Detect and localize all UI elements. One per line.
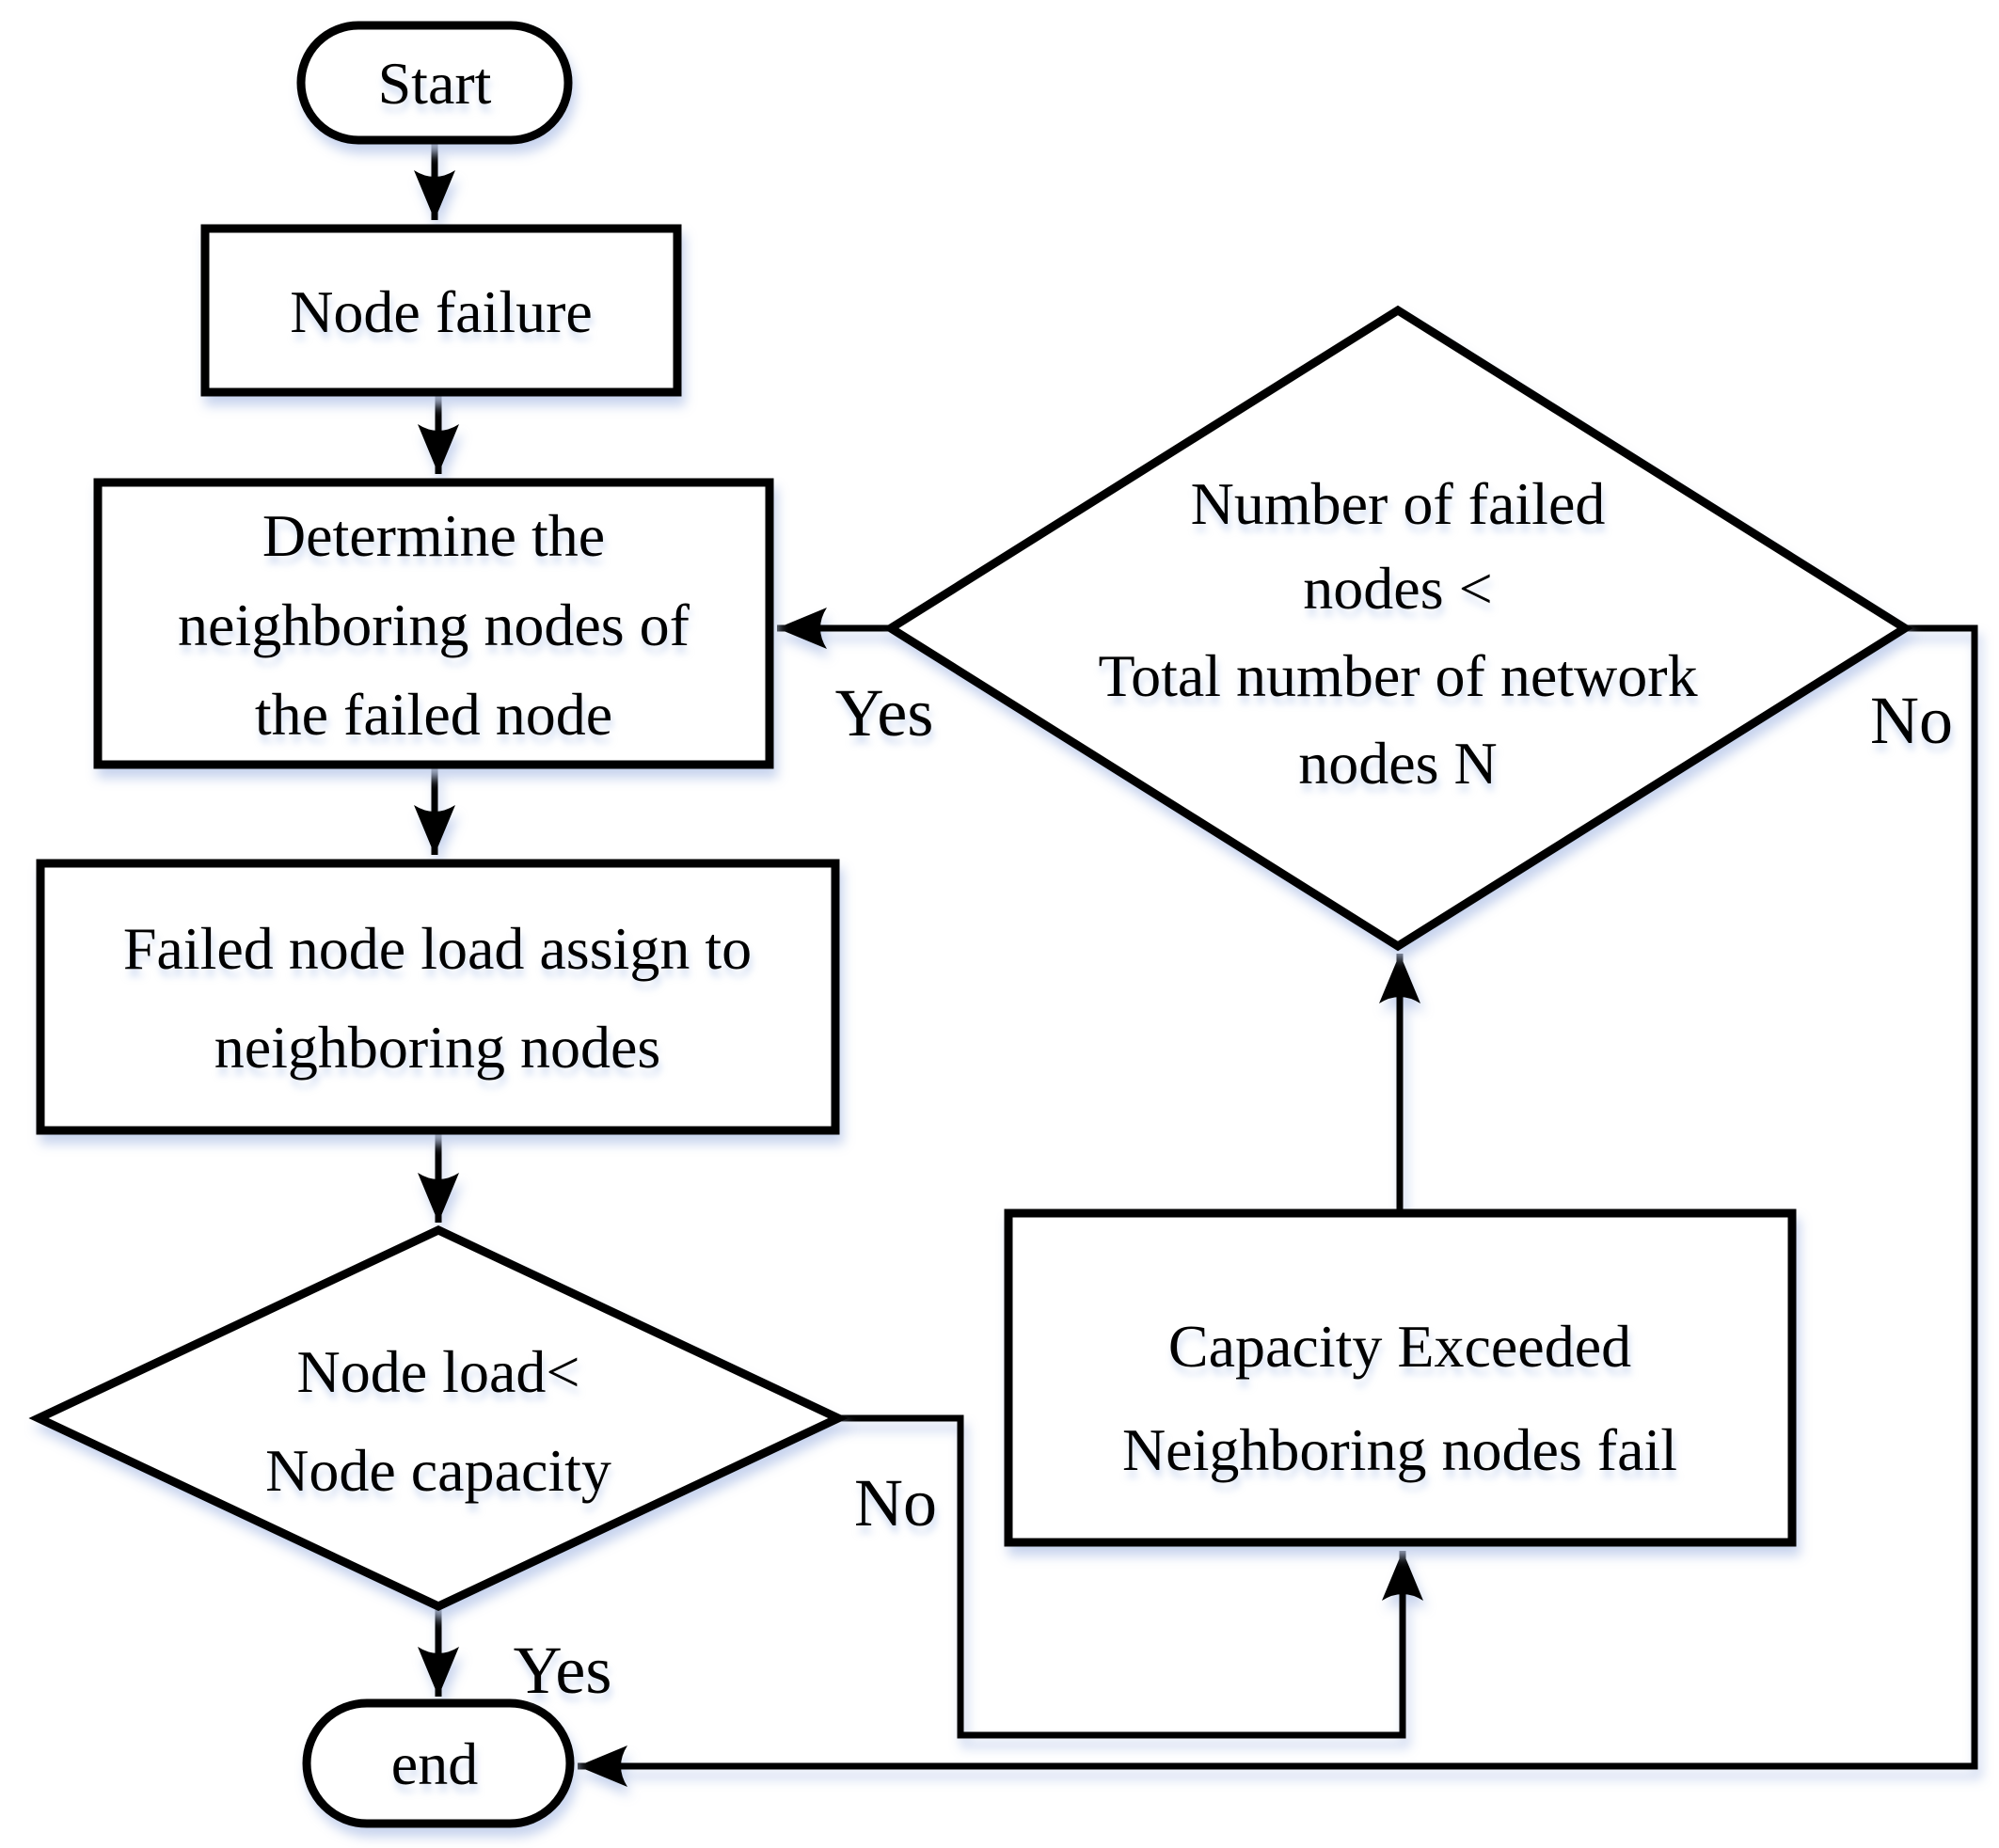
load-check-decision — [28, 1225, 849, 1611]
edge-load-check-no-to-capacity — [836, 1414, 1423, 1739]
failed-count-line-3: Total number of network — [1098, 642, 1697, 709]
load-check-no-label: No — [854, 1465, 937, 1540]
failed-count-line-2: nodes < — [1303, 555, 1492, 622]
start-node — [296, 21, 573, 145]
edge-failed-count-no-to-end — [578, 624, 1978, 1787]
load-check-yes-label: Yes — [514, 1633, 612, 1708]
determine-neighbors-node — [93, 478, 774, 769]
node-failure-label: Node failure — [290, 278, 593, 345]
determine-line-1: Determine the — [262, 502, 605, 569]
start-label: Start — [378, 50, 492, 117]
load-check-line-1: Node load< — [297, 1338, 580, 1405]
assign-load-line-1: Failed node load assign to — [123, 915, 752, 982]
end-node — [302, 1698, 575, 1828]
node-failure-node — [200, 224, 682, 397]
capacity-exceeded-node — [1004, 1208, 1797, 1547]
determine-line-3: the failed node — [255, 681, 612, 748]
end-label: end — [391, 1730, 478, 1797]
assign-load-node — [36, 859, 840, 1135]
failed-count-no-label: No — [1870, 683, 1953, 758]
load-check-line-2: Node capacity — [265, 1437, 611, 1504]
determine-line-2: neighboring nodes of — [178, 592, 690, 658]
capacity-exceeded-line-1: Capacity Exceeded — [1168, 1313, 1631, 1380]
failed-count-line-1: Number of failed — [1191, 470, 1606, 537]
assign-load-line-2: neighboring nodes — [214, 1014, 661, 1081]
failed-count-yes-label: Yes — [835, 675, 934, 750]
failed-count-line-4: nodes N — [1298, 730, 1498, 797]
failed-count-decision — [882, 305, 1913, 952]
capacity-exceeded-line-2: Neighboring nodes fail — [1122, 1416, 1677, 1483]
